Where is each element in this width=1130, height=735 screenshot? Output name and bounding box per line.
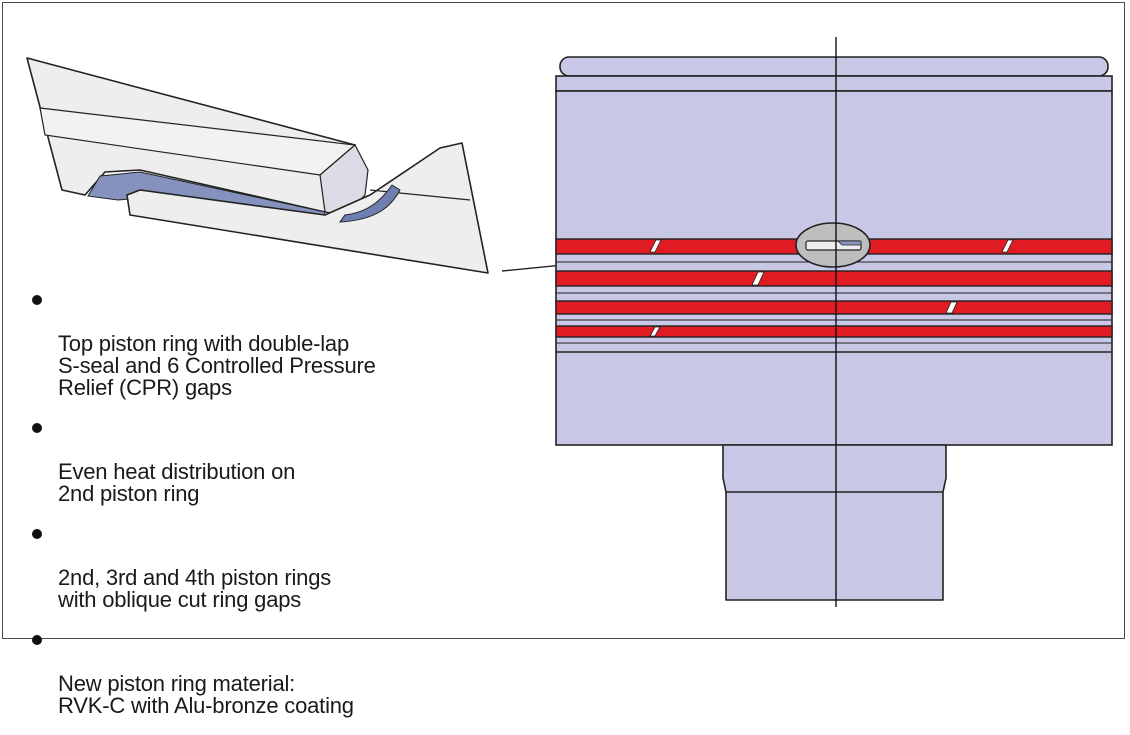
ring-lap-face [319, 144, 369, 216]
bullet-text: 2nd, 3rd and 4th piston rings with obliq… [58, 565, 332, 612]
piston-diagram [26, 37, 1113, 607]
bullet-item-heat-distribution: Even heat distribution on 2nd piston rin… [30, 417, 510, 505]
piston-ring-3 [555, 300, 1113, 315]
bullet-text: Top piston ring with double-lap S-seal a… [58, 331, 376, 400]
piston-ring-2 [555, 270, 1113, 287]
bullet-item-ring-material: New piston ring material: RVK-C with Alu… [30, 629, 510, 717]
ring-segment-lower [126, 142, 489, 274]
ring-gap-cut [1001, 239, 1014, 253]
ring-gap-cut [649, 239, 662, 253]
bullet-text: Even heat distribution on 2nd piston rin… [58, 459, 296, 506]
top-ring-gap-lap [837, 240, 862, 246]
bullet-dot-icon [32, 529, 42, 539]
bullet-dot-icon [32, 423, 42, 433]
piston-body [555, 90, 1113, 446]
piston [555, 56, 1113, 601]
bullet-item-top-ring: Top piston ring with double-lap S-seal a… [30, 289, 510, 399]
ring-gap-cut [649, 326, 661, 337]
bullet-dot-icon [32, 295, 42, 305]
ring-s-seal-curve [338, 184, 401, 223]
bullet-dot-icon [32, 635, 42, 645]
piston-skirt [722, 444, 947, 601]
bullet-item-oblique-gaps: 2nd, 3rd and 4th piston rings with obliq… [30, 523, 510, 611]
ring-gap-cut [945, 301, 958, 314]
bullet-text: New piston ring material: RVK-C with Alu… [58, 671, 354, 718]
ring-gap-cut [751, 271, 765, 286]
piston-crown-lip [559, 56, 1109, 77]
ring-gap-detail [26, 57, 489, 274]
feature-bullet-list: Top piston ring with double-lap S-seal a… [30, 289, 510, 735]
piston-ring-4 [555, 325, 1113, 338]
piston-crown [555, 75, 1113, 92]
